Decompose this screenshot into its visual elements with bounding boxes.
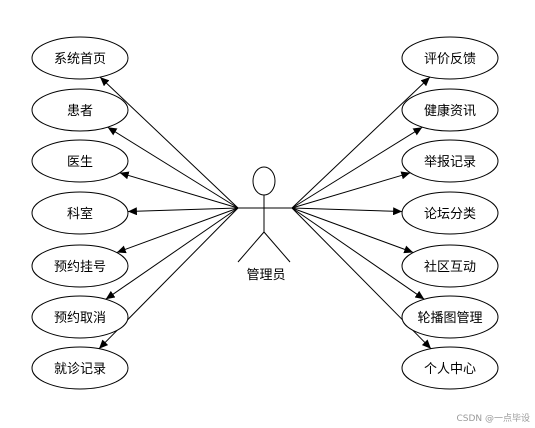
use-case-label: 患者 [67,104,93,119]
actor-label: 管理员 [246,268,285,283]
watermark: CSDN @一点毕设 [456,412,530,424]
use-case-label: 系统首页 [54,52,106,67]
actor-right-leg [263,231,291,263]
use-case-left: 医生 [31,139,129,183]
association-arrow [291,207,425,300]
association-arrow [99,76,239,209]
use-case-label: 社区互动 [424,259,476,275]
use-case-right: 轮播图管理 [401,295,499,339]
use-case-label: 科室 [67,206,93,222]
association-arrow [119,171,239,209]
use-case-right: 举报记录 [401,139,499,183]
association-lines [98,76,432,350]
actor-left-leg [237,231,265,263]
use-case-label: 就诊记录 [54,362,106,377]
use-case-left: 预约挂号 [31,244,129,288]
association-arrow [291,207,403,216]
association-arrow [291,207,414,254]
right-use-cases: 评价反馈 健康资讯 举报记录 论坛分类 社区互动 轮播图管理 个人中心 [401,36,499,390]
use-case-left: 系统首页 [31,36,129,80]
use-case-label: 举报记录 [424,155,476,170]
use-case-label: 医生 [67,155,93,170]
association-arrow [105,207,239,300]
use-case-right: 社区互动 [401,244,499,288]
association-arrow [127,207,239,216]
association-arrow [291,171,411,209]
association-arrow [116,207,239,254]
use-case-right: 论坛分类 [401,191,499,235]
use-case-left: 患者 [31,88,129,132]
actor-head [252,166,276,196]
association-arrow [291,126,423,209]
use-case-label: 论坛分类 [424,207,476,222]
use-case-right: 个人中心 [401,346,499,390]
use-case-right: 评价反馈 [401,36,499,80]
use-case-label: 预约取消 [54,311,106,326]
use-case-label: 轮播图管理 [417,311,482,326]
use-case-left: 预约取消 [31,295,129,339]
use-case-left: 科室 [31,191,129,235]
use-case-label: 健康资讯 [424,103,476,119]
use-case-label: 个人中心 [424,362,476,377]
use-case-label: 预约挂号 [54,260,106,275]
actor-admin: 管理员 [237,166,292,283]
use-case-right: 健康资讯 [401,88,499,132]
association-arrow [291,76,431,209]
association-arrow [107,126,239,209]
use-case-label: 评价反馈 [424,52,476,67]
use-case-left: 就诊记录 [31,346,129,390]
left-use-cases: 系统首页 患者 医生 科室 预约挂号 预约取消 就诊记录 [31,36,129,390]
